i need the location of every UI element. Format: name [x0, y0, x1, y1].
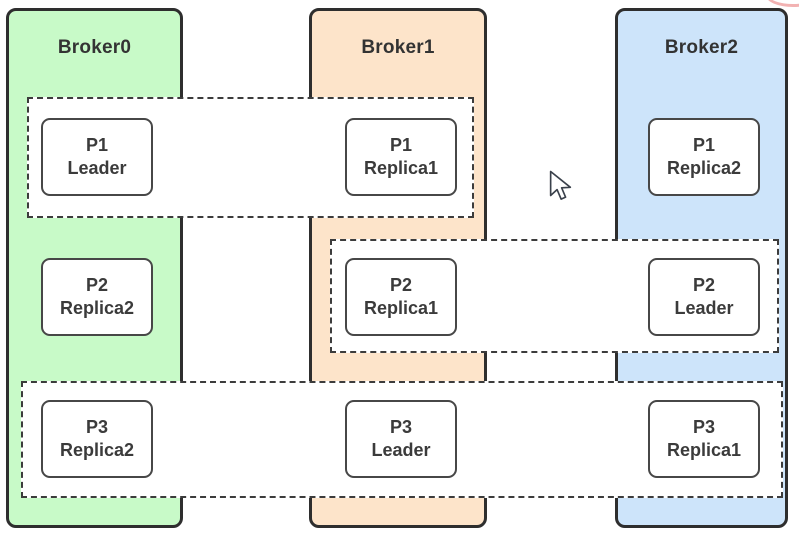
partition-id: P1: [692, 134, 716, 155]
partition-box-p1-replica2: P1 Replica2: [648, 118, 760, 196]
partition-role: Replica1: [363, 298, 439, 318]
partition-box-p1-leader: P1 Leader: [41, 118, 153, 196]
partition-role: Leader: [371, 440, 431, 460]
partition-id: P2: [389, 274, 413, 295]
mouse-pointer-icon: [549, 170, 572, 200]
partition-box-p2-leader: P2 Leader: [648, 258, 760, 336]
red-ellipse-arc-icon: [766, 0, 799, 7]
partition-box-p2-replica2: P2 Replica2: [41, 258, 153, 336]
partition-id: P2: [85, 274, 109, 295]
partition-box-p2-replica1: P2 Replica1: [345, 258, 457, 336]
partition-role: Replica2: [59, 440, 135, 460]
partition-box-p3-replica2: P3 Replica2: [41, 400, 153, 478]
broker1-title: Broker1: [361, 37, 435, 58]
partition-id: P1: [85, 134, 109, 155]
partition-box-p3-leader: P3 Leader: [345, 400, 457, 478]
partition-id: P3: [692, 416, 716, 437]
partition-id: P3: [85, 416, 109, 437]
partition-role: Replica2: [666, 158, 742, 178]
partition-id: P1: [389, 134, 413, 155]
partition-role: Leader: [674, 298, 734, 318]
broker0-title: Broker0: [57, 37, 132, 58]
partition-role: Replica1: [363, 158, 439, 178]
partition-id: P2: [692, 274, 716, 295]
broker2-title: Broker2: [664, 37, 739, 58]
partition-role: Leader: [67, 158, 127, 178]
partition-id: P3: [389, 416, 413, 437]
partition-box-p1-replica1: P1 Replica1: [345, 118, 457, 196]
partition-role: Replica2: [59, 298, 135, 318]
partition-role: Replica1: [666, 440, 742, 460]
partition-box-p3-replica1: P3 Replica1: [648, 400, 760, 478]
